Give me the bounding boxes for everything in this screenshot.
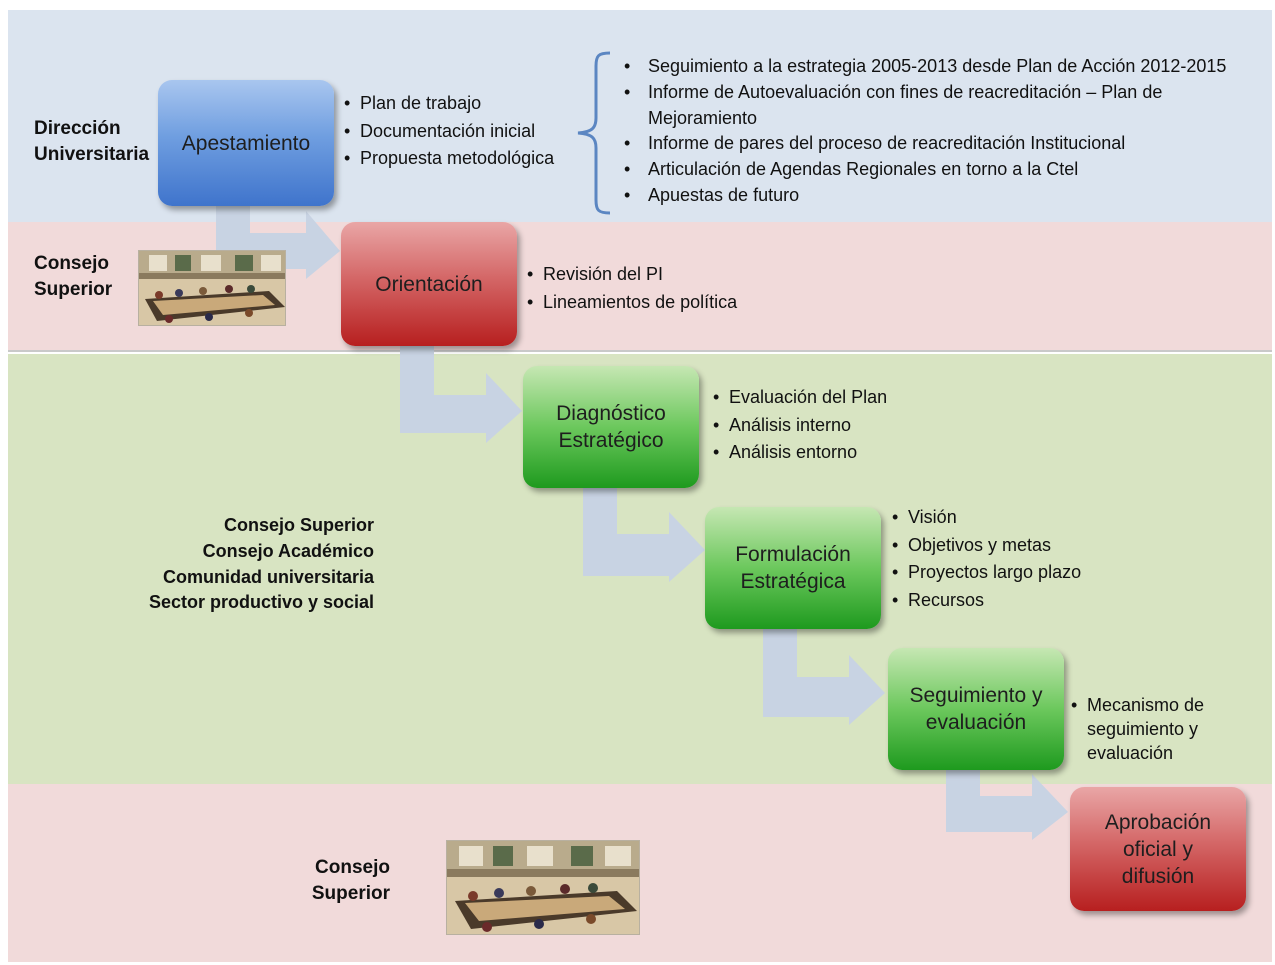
seguimiento-bullets: Mecanismo de seguimiento y evaluación bbox=[1071, 669, 1261, 789]
actor-item: Comunidad universitaria bbox=[162, 566, 374, 587]
bullet-item: Análisis entorno bbox=[713, 439, 933, 467]
meeting-room-photo bbox=[446, 840, 640, 935]
actor-item: Consejo Superior bbox=[223, 515, 374, 535]
bullet-item: Propuesta metodológica bbox=[344, 145, 584, 173]
stage-diagnostico-estrategico: Diagnóstico Estratégico bbox=[523, 366, 699, 488]
arrow-seguimiento-to-aprobacion bbox=[946, 770, 1068, 840]
actor-item: Sector productivo y social bbox=[148, 592, 374, 613]
curly-brace-icon bbox=[577, 51, 611, 215]
actors-comunidad: Consejo Superior Consejo Académico Comun… bbox=[120, 513, 374, 616]
arrow-orientacion-to-diagnostico bbox=[400, 345, 522, 443]
bullet-item: Proyectos largo plazo bbox=[892, 559, 1132, 587]
bullet-item: Plan de trabajo bbox=[344, 90, 584, 118]
bullet-item: Mecanismo de seguimiento y evaluación bbox=[1071, 693, 1261, 765]
actor-item: Consejo Académico bbox=[202, 540, 374, 561]
brace-item: Seguimiento a la estrategia 2005-2013 de… bbox=[624, 54, 1264, 80]
bullet-item: Análisis interno bbox=[713, 412, 933, 440]
actor-direccion-universitaria: Dirección Universitaria bbox=[34, 118, 150, 165]
brace-list: Seguimiento a la estrategia 2005-2013 de… bbox=[624, 54, 1264, 209]
orientacion-bullets: Revisión del PI Lineamientos de política bbox=[527, 261, 787, 316]
brace-item: Articulación de Agendas Regionales en to… bbox=[624, 157, 1264, 183]
arrow-formulacion-to-seguimiento bbox=[763, 629, 885, 725]
actor-consejo-superior-top: Consejo Superior bbox=[34, 253, 113, 300]
bullet-item: Visión bbox=[892, 504, 1132, 532]
bullet-item: Lineamientos de política bbox=[527, 289, 787, 317]
meeting-room-photo bbox=[138, 250, 286, 326]
actor-consejo-superior-bottom: Consejo Superior bbox=[311, 857, 390, 904]
stage-aprobacion-difusion: Aprobación oficial y difusión bbox=[1070, 787, 1246, 911]
stage-seguimiento-evaluacion: Seguimiento y evaluación bbox=[888, 648, 1064, 770]
brace-item: Informe de pares del proceso de reacredi… bbox=[624, 131, 1264, 157]
stage-orientacion: Orientación bbox=[341, 222, 517, 346]
stage-apestamiento: Apestamiento bbox=[158, 80, 334, 206]
stage-formulacion-estrategica: Formulación Estratégica bbox=[705, 507, 881, 629]
bullet-item: Objetivos y metas bbox=[892, 532, 1132, 560]
diagnostico-bullets: Evaluación del Plan Análisis interno Aná… bbox=[713, 384, 933, 467]
bullet-item: Recursos bbox=[892, 587, 1132, 615]
bullet-item: Revisión del PI bbox=[527, 261, 787, 289]
brace-item: Informe de Autoevaluación con fines de r… bbox=[624, 80, 1264, 132]
bullet-item: Evaluación del Plan bbox=[713, 384, 933, 412]
apestamiento-bullets: Plan de trabajo Documentación inicial Pr… bbox=[344, 90, 584, 173]
bullet-item: Documentación inicial bbox=[344, 118, 584, 146]
formulacion-bullets: Visión Objetivos y metas Proyectos largo… bbox=[892, 504, 1132, 614]
brace-item: Apuestas de futuro bbox=[624, 183, 1264, 209]
arrow-diagnostico-to-formulacion bbox=[583, 488, 705, 582]
